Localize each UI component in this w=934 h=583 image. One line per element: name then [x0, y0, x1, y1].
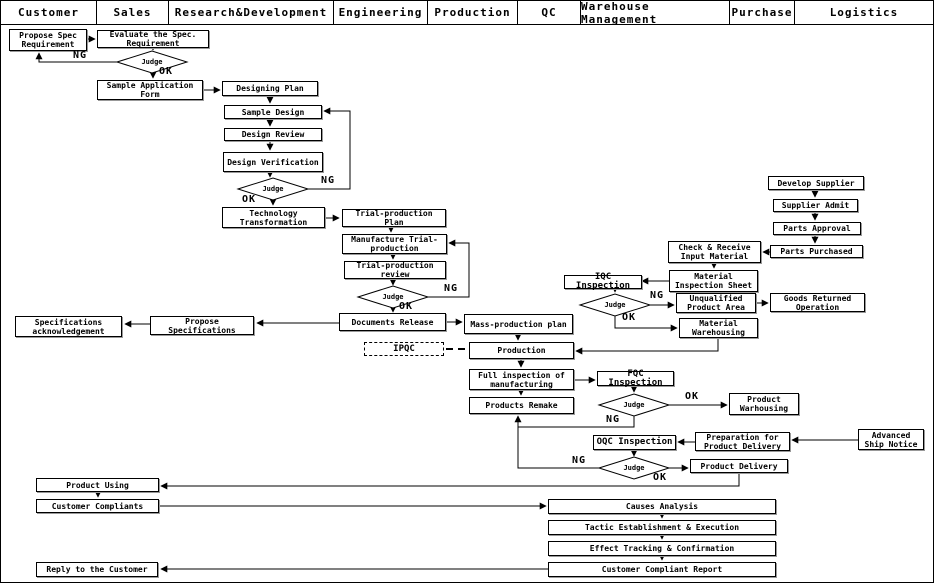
- branch-label-ng: NG: [321, 175, 336, 186]
- node-manufacture-trial-production: Manufacture Trial-production: [342, 234, 447, 254]
- node-supplier-admit: Supplier Admit: [773, 199, 858, 212]
- node-production: Production: [469, 342, 574, 359]
- node-material-inspection-sheet: Material Inspection Sheet: [669, 270, 758, 292]
- node-mass-production-plan: Mass-production plan: [464, 314, 573, 334]
- node-parts-approval: Parts Approval: [773, 222, 861, 235]
- node-trial-production-review: Trial-production review: [344, 261, 446, 279]
- node-goods-returned-operation: Goods Returned Operation: [770, 293, 865, 312]
- node-sample-design: Sample Design: [224, 105, 322, 119]
- judge-label-design: Judge: [262, 185, 284, 193]
- lane-qc: QC: [518, 1, 581, 25]
- node-develop-supplier: Develop Supplier: [768, 176, 864, 190]
- node-propose-spec-requirement: Propose Spec Requirement: [9, 29, 87, 51]
- judge-label-trial: Judge: [382, 293, 404, 301]
- node-effect-tracking-confirmation: Effect Tracking & Confirmation: [548, 541, 776, 556]
- judge-label-fqc: Judge: [623, 401, 645, 409]
- node-check-receive-input-material: Check & Receive Input Material: [668, 241, 761, 263]
- branch-label-ok: OK: [159, 66, 174, 77]
- node-preparation-product-delivery: Preparation for Product Delivery: [695, 432, 790, 451]
- node-evaluate-spec-requirement: Evaluate the Spec. Requirement: [97, 30, 209, 48]
- lane-logistics: Logistics: [795, 1, 933, 25]
- node-documents-release: Documents Release: [339, 313, 446, 331]
- lane-sales: Sales: [97, 1, 169, 25]
- judge-diamond-iqc: [578, 293, 652, 317]
- node-design-verification: Design Verification: [223, 152, 323, 172]
- lane-purchase: Purchase: [730, 1, 795, 25]
- node-material-warehousing: Material Warehousing: [679, 318, 758, 338]
- branch-label-ok: OK: [622, 312, 637, 323]
- branch-label-ng: NG: [73, 50, 88, 61]
- node-designing-plan: Designing Plan: [222, 81, 318, 96]
- branch-label-ng: NG: [572, 455, 587, 466]
- node-iqc-inspection: IQC Inspection: [564, 273, 642, 291]
- node-advanced-ship-notice: Advanced Ship Notice: [858, 429, 924, 450]
- node-tactic-establishment-execution: Tactic Establishment & Execution: [548, 520, 776, 535]
- node-product-using: Product Using: [36, 478, 159, 492]
- node-products-remake: Products Remake: [469, 397, 574, 414]
- branch-label-ng: NG: [444, 283, 459, 294]
- node-customer-compliant-report: Customer Compliant Report: [548, 562, 776, 577]
- lane-rnd: Research&Development: [169, 1, 334, 25]
- judge-diamond-fqc: [597, 393, 671, 417]
- node-fqc-inspection: FQC Inspection: [597, 369, 674, 387]
- edge: [428, 239, 470, 298]
- node-ipqc: IPQC: [364, 342, 444, 356]
- node-full-inspection: Full inspection of manufacturing: [469, 369, 574, 390]
- node-parts-purchased: Parts Purchased: [770, 245, 863, 258]
- node-causes-analysis: Causes Analysis: [548, 499, 776, 514]
- node-reply-to-customer: Reply to the Customer: [36, 562, 158, 577]
- node-customer-compliants: Customer Compliants: [36, 499, 159, 513]
- lane-production: Production: [428, 1, 518, 25]
- node-technology-transformation: Technology Transformation: [222, 207, 325, 228]
- edge: [518, 416, 635, 428]
- branch-label-ok: OK: [653, 472, 668, 483]
- edge: [614, 316, 678, 332]
- judge-diamond-design: [236, 177, 310, 201]
- edge: [514, 415, 599, 469]
- swimlane-header: Customer Sales Research&Development Engi…: [1, 1, 933, 26]
- node-design-review: Design Review: [224, 128, 322, 141]
- branch-label-ok: OK: [242, 194, 257, 205]
- node-sample-application-form: Sample Application Form: [97, 80, 203, 100]
- judge-diamond-trial: [356, 285, 430, 309]
- node-specifications-acknowledgement: Specifications acknowledgement: [15, 316, 122, 337]
- node-unqualified-product-area: Unqualified Product Area: [676, 293, 756, 313]
- branch-label-ok: OK: [685, 391, 700, 402]
- judge-label-iqc: Judge: [604, 301, 626, 309]
- judge-diamond-oqc: [597, 456, 671, 480]
- edge: [575, 338, 719, 355]
- edge: [160, 473, 740, 490]
- node-oqc-inspection: OQC Inspection: [593, 435, 676, 450]
- lane-warehouse: Warehouse Management: [581, 1, 730, 26]
- branch-label-ng: NG: [650, 290, 665, 301]
- branch-label-ok: OK: [399, 301, 414, 312]
- edge: [35, 52, 118, 63]
- node-product-delivery: Product Delivery: [690, 459, 788, 473]
- node-propose-specifications: Propose Specifications: [150, 316, 254, 335]
- edge: [307, 107, 351, 190]
- lane-engineering: Engineering: [334, 1, 428, 25]
- branch-label-ng: NG: [606, 414, 621, 425]
- lane-customer: Customer: [1, 1, 97, 25]
- node-product-warhousing: Product Warhousing: [729, 393, 799, 415]
- node-trial-production-plan: Trial-production Plan: [342, 209, 446, 227]
- judge-label-spec: Judge: [141, 58, 163, 66]
- judge-diamond-spec: [115, 50, 189, 74]
- judge-label-oqc: Judge: [623, 464, 645, 472]
